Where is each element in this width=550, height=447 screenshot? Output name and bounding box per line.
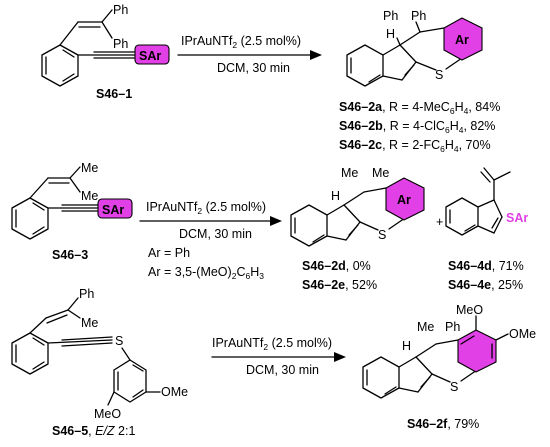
product-s46-2f: S MeO OMe Me Ph H S46–2f, 79% bbox=[362, 303, 536, 431]
phenyl-label: Ph bbox=[445, 320, 460, 334]
methyl-bottom: Me bbox=[81, 189, 98, 203]
product-s46-2abc: S Ar H Ph Ph bbox=[346, 9, 483, 87]
methoxy-right: OMe bbox=[509, 327, 536, 341]
methyl-1: Me bbox=[341, 166, 358, 180]
entry-2f: S46–2f, 79% bbox=[407, 417, 479, 431]
substrate-s46-3: Me Me SAr S46–3 bbox=[11, 161, 133, 262]
benzene-ring bbox=[11, 332, 49, 375]
sulfur-atom: S bbox=[115, 334, 123, 348]
phenyl-label-bottom: Ph bbox=[113, 37, 128, 51]
phenyl-label-top: Ph bbox=[113, 3, 128, 17]
reaction-arrow-3: IPrAuNTf2 (2.5 mol%) DCM, 30 min bbox=[211, 336, 346, 377]
aryl-ring-label: Ar bbox=[455, 33, 469, 47]
aryl-ring bbox=[113, 359, 147, 403]
aryl-highlight bbox=[457, 329, 497, 373]
side-product-s46-4: SAr bbox=[445, 167, 528, 236]
indene-benzene bbox=[346, 44, 384, 87]
methyl-2: Me bbox=[372, 166, 389, 180]
ar-option-ph: Ar = Ph bbox=[148, 246, 190, 260]
methoxy-bottom: MeO bbox=[94, 407, 121, 421]
sar-highlight bbox=[97, 198, 133, 219]
entry-2e: S46–2e, 52% bbox=[302, 278, 377, 292]
sulfur-atom: S bbox=[435, 68, 443, 82]
h-atom: H bbox=[331, 189, 340, 203]
h-atom: H bbox=[386, 27, 395, 41]
phenyl-2: Ph bbox=[411, 9, 426, 23]
sar-group: SAr bbox=[506, 211, 528, 225]
plus-sign: + bbox=[436, 215, 443, 229]
entry-2a: S46–2a, R = 4-MeC6H4, 84% bbox=[339, 100, 500, 116]
sulfur-atom: S bbox=[378, 228, 386, 242]
benzene-ring bbox=[41, 44, 79, 87]
methoxy-top: MeO bbox=[456, 303, 483, 317]
methyl-top: Me bbox=[81, 161, 98, 175]
entry-4e: S46–4e, 25% bbox=[448, 278, 523, 292]
solvent-time-label: DCM, 30 min bbox=[246, 363, 319, 377]
substrate-label: S46–5, E/Z 2:1 bbox=[52, 424, 135, 438]
substrate-label: S46–3 bbox=[52, 248, 88, 262]
catalyst-label: IPrAuNTf2 (2.5 mol%) bbox=[212, 336, 332, 352]
substrate-s46-5: Ph Me S OMe MeO S46–5, E/Z 2:1 bbox=[11, 287, 188, 438]
indene-benzene bbox=[445, 197, 479, 236]
phenyl-1: Ph bbox=[383, 9, 398, 23]
entry-2c: S46–2c, R = 2-FC6H4, 70% bbox=[339, 138, 491, 154]
aryl-highlight bbox=[385, 177, 425, 221]
entry-2d: S46–2d, 0% bbox=[302, 259, 371, 273]
h-atom: H bbox=[402, 339, 411, 353]
reaction-arrow-1: IPrAuNTf2 (2.5 mol%) DCM, 30 min bbox=[177, 34, 322, 75]
benzene-ring bbox=[11, 197, 49, 240]
sar-group: SAr bbox=[139, 49, 161, 63]
catalyst-label: IPrAuNTf2 (2.5 mol%) bbox=[181, 34, 301, 50]
yield-list-2: S46–2d, 0% S46–2e, 52% S46–4d, 71% S46–4… bbox=[302, 259, 524, 292]
indene-benzene bbox=[362, 356, 400, 399]
phenyl-label: Ph bbox=[79, 287, 94, 301]
solvent-time-label: DCM, 30 min bbox=[217, 61, 290, 75]
reaction-arrow-2: IPrAuNTf2 (2.5 mol%) DCM, 30 min Ar = Ph… bbox=[139, 200, 282, 281]
substrate-label: S46–1 bbox=[96, 87, 132, 101]
entry-4d: S46–4d, 71% bbox=[448, 259, 524, 273]
sar-highlight bbox=[134, 44, 170, 65]
methyl-label: Me bbox=[417, 320, 434, 334]
substrate-s46-1: Ph Ph SAr S46–1 bbox=[41, 3, 170, 101]
product-s46-2de: S Ar Me Me H bbox=[290, 166, 425, 247]
methoxy-right: OMe bbox=[161, 385, 188, 399]
methyl-label: Me bbox=[81, 316, 98, 330]
yield-list-1: S46–2a, R = 4-MeC6H4, 84% S46–2b, R = 4-… bbox=[339, 100, 500, 154]
ar-option-dimethoxy: Ar = 3,5-(MeO)2C6H3 bbox=[148, 265, 264, 281]
sulfur-atom: S bbox=[450, 380, 458, 394]
indene-benzene bbox=[290, 204, 328, 247]
catalyst-label: IPrAuNTf2 (2.5 mol%) bbox=[146, 200, 266, 216]
aryl-highlight bbox=[443, 17, 483, 61]
aryl-ring-label: Ar bbox=[397, 193, 411, 207]
solvent-time-label: DCM, 30 min bbox=[179, 227, 252, 241]
sar-group: SAr bbox=[102, 203, 124, 217]
entry-2b: S46–2b, R = 4-ClC6H4, 82% bbox=[339, 119, 495, 135]
